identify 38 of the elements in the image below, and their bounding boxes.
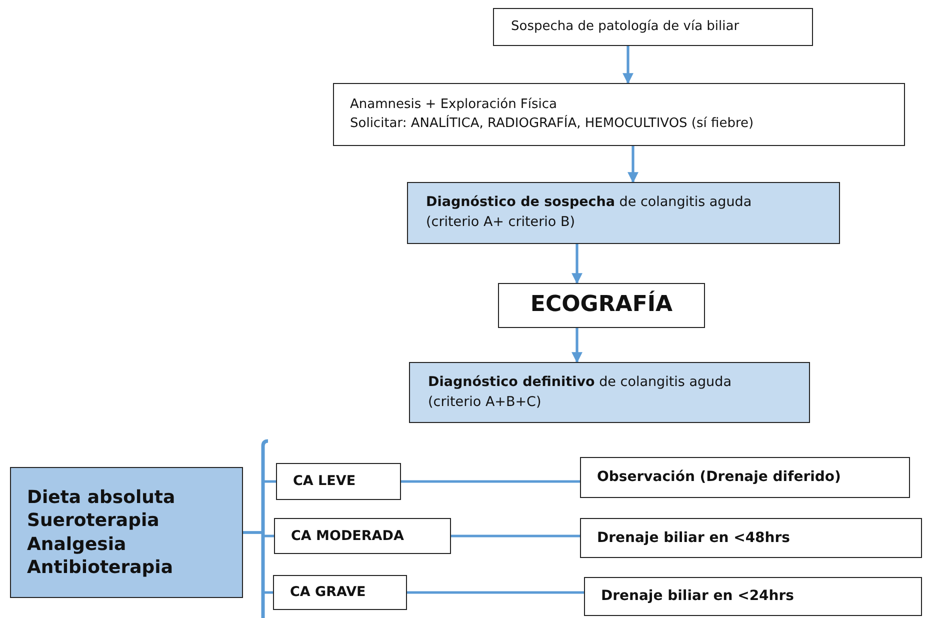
process-box	[407, 182, 840, 244]
process-box	[273, 575, 407, 610]
box-text: Solicitar: ANALÍTICA, RADIOGRAFÍA, HEMOCULTIVOS (sí fiebre)	[350, 114, 754, 132]
box-text: Analgesia	[27, 532, 126, 556]
box-text: ECOGRAFÍA	[530, 292, 673, 319]
box-text: Observación (Drenaje diferido)	[597, 469, 841, 486]
box-text: Sueroterapia	[27, 509, 160, 532]
box-text: Drenaje biliar en <48hrs	[597, 530, 790, 546]
process-box	[333, 83, 905, 146]
process-box	[580, 518, 922, 558]
box-text: Sospecha de patología de vía biliar	[511, 18, 740, 36]
box-text: CA GRAVE	[290, 584, 366, 601]
box-text: Diagnóstico de sospecha de colangitis aguda	[426, 193, 752, 212]
box-text: Drenaje biliar en <24hrs	[601, 588, 794, 605]
box-text: (criterio A+ criterio B)	[426, 213, 575, 232]
box-text: Diagnóstico definitivo de colangitis aguda	[428, 372, 732, 392]
process-box	[498, 283, 705, 328]
box-text: Anamnesis + Exploración Física	[350, 96, 558, 114]
box-text: Antibioterapia	[27, 556, 173, 580]
connector-line	[622, 46, 634, 84]
process-box	[274, 518, 451, 554]
connector-line	[572, 328, 582, 364]
process-box	[276, 463, 401, 500]
box-text: CA MODERADA	[291, 528, 404, 544]
connector-line	[401, 480, 580, 483]
box-text: (criterio A+B+C)	[428, 392, 542, 412]
connector-line	[628, 146, 638, 184]
box-text: CA LEVE	[293, 473, 356, 490]
process-box	[10, 467, 243, 598]
process-box	[409, 362, 810, 423]
process-box	[580, 457, 910, 498]
connector-line	[572, 244, 582, 284]
box-text: Dieta absoluta	[27, 486, 176, 510]
connector-line	[407, 591, 584, 594]
process-box	[493, 8, 813, 46]
process-box	[584, 577, 922, 616]
connector-line	[243, 531, 273, 594]
connector-line	[451, 534, 580, 538]
